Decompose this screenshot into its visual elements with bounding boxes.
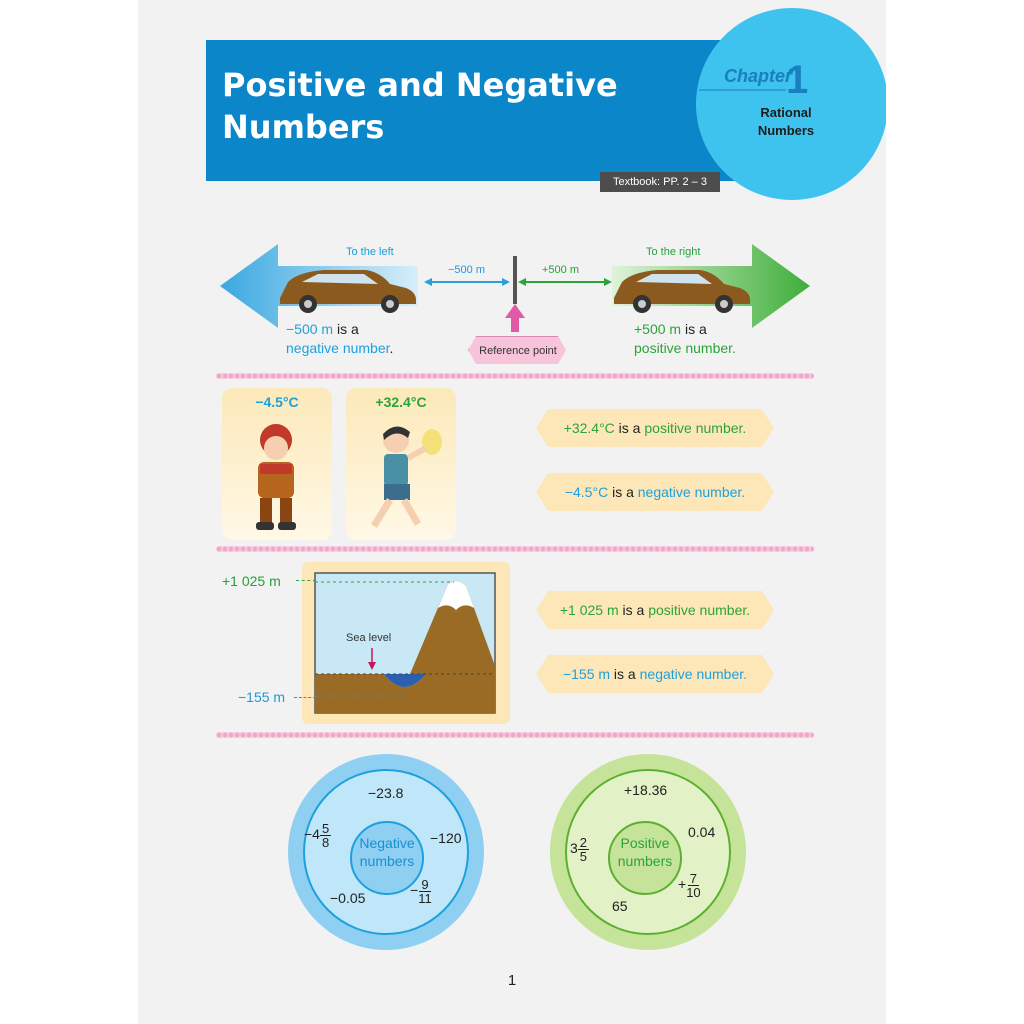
elevation-negative-caption: −155 m is a negative number. xyxy=(536,655,774,693)
reference-point-label: Reference point xyxy=(468,336,566,364)
reference-mark xyxy=(513,256,517,304)
chapter-number: 1 xyxy=(786,58,809,102)
cold-temp-label: −4.5°C xyxy=(255,394,299,410)
elevation-positive-caption: +1 025 m is a positive number. xyxy=(536,591,774,629)
neg-value-1: −23.8 xyxy=(368,785,404,801)
page-title: Positive and Negative Numbers xyxy=(222,66,618,146)
divider xyxy=(216,373,814,379)
right-caption: +500 m is a positive number. xyxy=(634,321,736,356)
negative-numbers-circle xyxy=(288,754,484,950)
neg-value-4: −0.05 xyxy=(330,890,366,906)
pos-value-1: +18.36 xyxy=(624,782,668,798)
car-left-icon xyxy=(280,270,416,313)
cold-card: −4.5°C xyxy=(222,388,332,540)
to-right-label: To the right xyxy=(646,246,701,258)
chapter-word: Chapter xyxy=(724,66,793,86)
to-left-label: To the left xyxy=(346,246,394,258)
up-arrow-icon xyxy=(505,304,525,332)
temp-negative-caption: −4.5°C is a negative number. xyxy=(536,473,774,511)
minus-500-label: −500 m xyxy=(448,264,485,276)
chapter-name: Rational Numbers xyxy=(757,105,815,138)
elevation-top-leader xyxy=(296,580,316,581)
number-line-diagram xyxy=(220,244,810,332)
plus-500-label: +500 m xyxy=(542,264,579,276)
pos-value-3: 0.04 xyxy=(688,824,716,840)
sea-level-label: Sea level xyxy=(346,632,392,644)
cold-person-icon xyxy=(256,424,296,530)
temp-positive-caption: +32.4°C is a positive number. xyxy=(536,409,774,447)
divider xyxy=(216,546,814,552)
positive-numbers-circle xyxy=(550,754,746,950)
elevation-bottom-leader xyxy=(294,697,316,698)
left-caption: −500 m is a negative number. xyxy=(286,321,394,356)
pos-value-5: 65 xyxy=(612,898,628,914)
title-banner xyxy=(206,40,766,181)
elevation-top-label: +1 025 m xyxy=(222,573,281,589)
mountain-sea-diagram xyxy=(314,572,496,714)
elevation-bottom-label: −155 m xyxy=(238,689,286,705)
divider xyxy=(216,732,814,738)
car-right-icon xyxy=(614,270,750,313)
hot-card: +32.4°C xyxy=(346,388,456,540)
hot-person-icon xyxy=(371,426,442,528)
neg-value-3: −120 xyxy=(430,830,462,846)
textbook-reference: Textbook: PP. 2 – 3 xyxy=(600,172,720,192)
chapter-badge xyxy=(696,8,886,200)
down-arrow-icon xyxy=(368,662,376,670)
textbook-page: Positive and Negative Numbers Chapter 1 … xyxy=(138,0,886,1024)
hot-temp-label: +32.4°C xyxy=(375,394,427,410)
page-number: 1 xyxy=(507,972,517,989)
